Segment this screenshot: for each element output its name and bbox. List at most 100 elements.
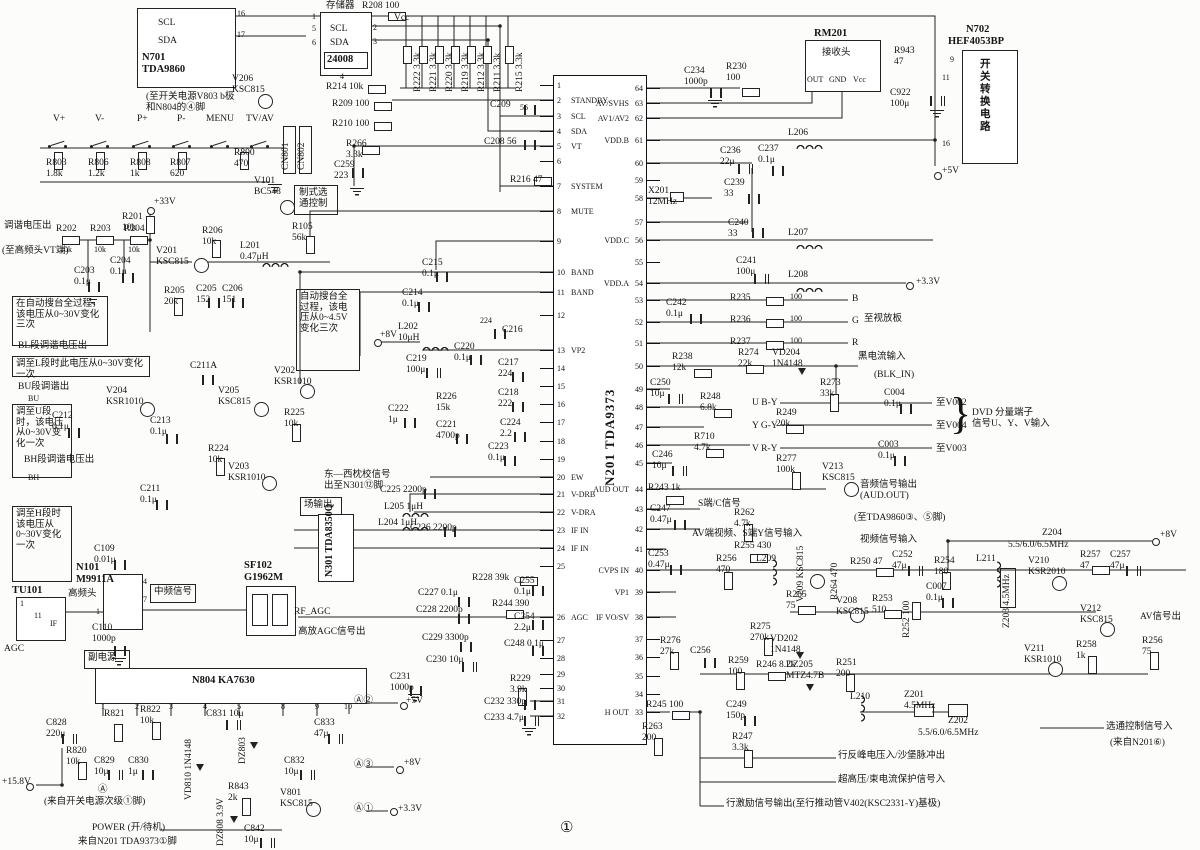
- schematic-label: 1: [96, 607, 100, 616]
- resistor-symbol: [744, 524, 753, 542]
- electrolytic-capacitor-symbol: [908, 566, 923, 576]
- schematic-label: R210 100: [332, 119, 370, 129]
- inductor-symbol: [796, 240, 823, 249]
- electrolytic-capacitor-symbol: [1126, 566, 1141, 576]
- schematic-label: R820 10k: [66, 746, 87, 767]
- schematic-label: R204: [124, 224, 145, 234]
- schematic-label: R262 4.7k: [734, 508, 755, 529]
- schematic-label: 10k: [128, 245, 140, 254]
- schematic-label: 至V003: [936, 444, 967, 454]
- schematic-label: R821: [104, 709, 125, 719]
- schematic-label: C220 0.1μ: [454, 342, 475, 363]
- capacitor-symbol: [942, 598, 954, 608]
- schematic-label: 行反峰电压入/沙堡脉冲出: [838, 751, 946, 761]
- ground-symbol: [350, 188, 364, 196]
- terminal-symbol: [1152, 538, 1160, 546]
- note-band-l: [12, 356, 150, 377]
- schematic-label: C004 0.1μ: [884, 388, 905, 409]
- schematic-label: 调谐电压出: [4, 221, 52, 231]
- schematic-label: 100: [790, 336, 802, 345]
- schematic-label: MENU: [206, 114, 234, 124]
- schematic-label: R224 10k: [208, 444, 229, 465]
- capacitor-symbol: [894, 456, 906, 466]
- transistor-symbol: [258, 94, 273, 109]
- schematic-label: C208 56: [484, 137, 517, 147]
- resistor-symbol: [724, 572, 733, 590]
- schematic-label: C233 4.7μ: [484, 713, 524, 723]
- ic-pin-59: 59: [629, 175, 660, 186]
- schematic-label: R275 270k: [750, 622, 771, 643]
- resistor-symbol: [216, 458, 225, 476]
- capacitor-symbol: [670, 565, 682, 575]
- schematic-label: P-: [177, 114, 186, 124]
- inductor-symbol: [422, 342, 449, 351]
- note-band-h: [12, 506, 72, 582]
- schematic-label: 至V002: [936, 398, 967, 408]
- schematic-label: Ⓐ①: [354, 804, 374, 814]
- schematic-label: G: [852, 316, 859, 326]
- schematic-label: C241 100μ: [736, 256, 757, 277]
- ic-pin-37: 37: [629, 634, 660, 645]
- resistor-symbol: [146, 216, 155, 234]
- schematic-label: R247 3.3k: [732, 732, 753, 753]
- schematic-label: 制式选 通控制: [299, 188, 328, 209]
- schematic-label: C242 0.1μ: [666, 298, 687, 319]
- diode-symbol: [796, 652, 804, 659]
- resistor-symbol: [666, 496, 684, 505]
- terminal-symbol: [934, 172, 942, 180]
- capacitor-symbol: [710, 88, 722, 98]
- schematic-label: C206 151: [222, 284, 243, 305]
- schematic-label: L210: [850, 692, 871, 702]
- page-number: ①: [560, 820, 574, 836]
- resistor-symbol: [714, 409, 732, 418]
- capacitor-symbol: [772, 166, 784, 176]
- schematic-label: S端/C信号: [698, 499, 741, 509]
- capacitor-symbol: [114, 560, 126, 570]
- schematic-label: R: [852, 338, 859, 348]
- schematic-label: R943 47: [894, 46, 915, 67]
- schematic-label: 视频信号输入: [860, 535, 918, 545]
- capacitor-symbol: [532, 586, 544, 596]
- schematic-label: 超高压/束电流保护信号入: [838, 775, 946, 785]
- resistor-symbol: [435, 46, 444, 64]
- capacitor-symbol: [122, 273, 134, 283]
- electrolytic-capacitor-symbol: [524, 716, 539, 726]
- schematic-label: R808 1k: [130, 158, 151, 179]
- capacitor-symbol: [514, 432, 526, 442]
- n701-block: [137, 8, 236, 88]
- schematic-label: L205 1μH: [384, 502, 424, 512]
- resistor-symbol: [672, 711, 690, 720]
- schematic-label: 6: [312, 38, 316, 47]
- schematic-label: R255 430: [734, 541, 772, 551]
- schematic-label: 高放AGC信号出: [298, 627, 366, 637]
- electrolytic-capacitor-symbol: [668, 394, 683, 404]
- capacitor-symbol: [752, 228, 764, 238]
- schematic-label: 5.5/6.0/6.5MHz: [918, 728, 979, 738]
- z203-body: [1000, 568, 1016, 608]
- schematic-label: 开关转换电路: [978, 58, 990, 133]
- resistor-symbol: [242, 798, 251, 816]
- resistor-symbol: [694, 369, 712, 378]
- schematic-label: 4: [340, 72, 344, 81]
- ic-pin-50: 50: [629, 361, 660, 372]
- transistor-symbol: [1100, 622, 1115, 637]
- resistor-symbol: [1088, 656, 1097, 674]
- diode-symbol: [806, 684, 814, 691]
- schematic-label: P+: [137, 114, 148, 124]
- schematic-label: R264 470: [830, 562, 840, 600]
- schematic-label: Ⓐ: [98, 785, 108, 795]
- schematic-label: +8V: [404, 758, 421, 768]
- capacitor-symbol: [512, 402, 524, 412]
- mode-select-box: [294, 185, 338, 215]
- schematic-label: C254 2.2μ: [514, 612, 535, 633]
- schematic-label: 场输出: [304, 500, 333, 510]
- schematic-label: R222 3.3k: [413, 52, 423, 92]
- schematic-label: C226 2200p: [410, 523, 457, 533]
